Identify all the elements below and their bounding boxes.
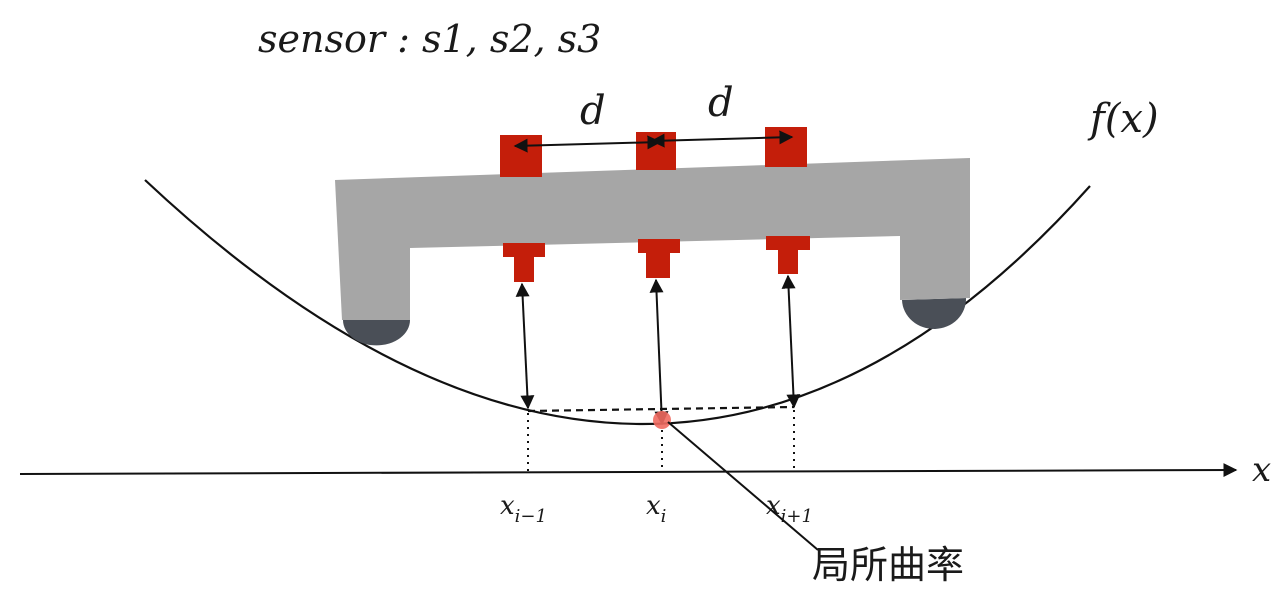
tick-subscript: i (661, 506, 667, 527)
tick-label-xi-1: xi−1 (500, 491, 547, 527)
sensor-s1-top (500, 135, 542, 177)
distance-arrow-s1 (515, 282, 535, 410)
sensor-s2-top (636, 132, 676, 170)
sensor-s3-head (766, 236, 810, 274)
tick-base: x (646, 491, 661, 521)
spacing-arrow-left (513, 135, 662, 153)
title-sensor-3: , s3 (534, 17, 602, 61)
chord-dashed-line (527, 405, 795, 413)
tick-base: x (766, 491, 781, 521)
curve-argument: (x) (1105, 96, 1159, 142)
x-axis (19, 463, 1238, 478)
sensor-s1-head (503, 243, 545, 282)
sensor-s2-head (638, 239, 680, 278)
tick-subscript: i−1 (515, 506, 547, 527)
curvature-point-marker (653, 411, 671, 429)
spacing-arrow-right (650, 130, 794, 148)
distance-arrow-s2 (649, 278, 669, 426)
left-wheel (343, 320, 410, 346)
title-sensor-1: s1 (422, 17, 466, 61)
sensor-s3-top (765, 127, 807, 167)
local-curvature-label: 局所曲率 (812, 543, 964, 584)
tick-base: x (500, 491, 515, 521)
title-variable: sensor (258, 17, 388, 61)
callout-leader-line (667, 421, 819, 551)
sensor-title: sensor : s1, s2, s3 (258, 17, 601, 61)
title-separator: : (385, 17, 422, 61)
x-axis-label: x (1252, 450, 1271, 490)
distance-arrow-s3 (781, 274, 801, 409)
right-wheel (902, 298, 967, 329)
tick-label-xi: xi (646, 491, 666, 527)
title-sensor-2: , s2 (466, 17, 534, 61)
curve-label: f(x) (1087, 96, 1159, 142)
spacing-label-left: d (580, 88, 606, 134)
tick-label-xi+1: xi+1 (766, 491, 813, 527)
tick-subscript: i+1 (781, 506, 813, 527)
spacing-label-right: d (708, 80, 734, 126)
